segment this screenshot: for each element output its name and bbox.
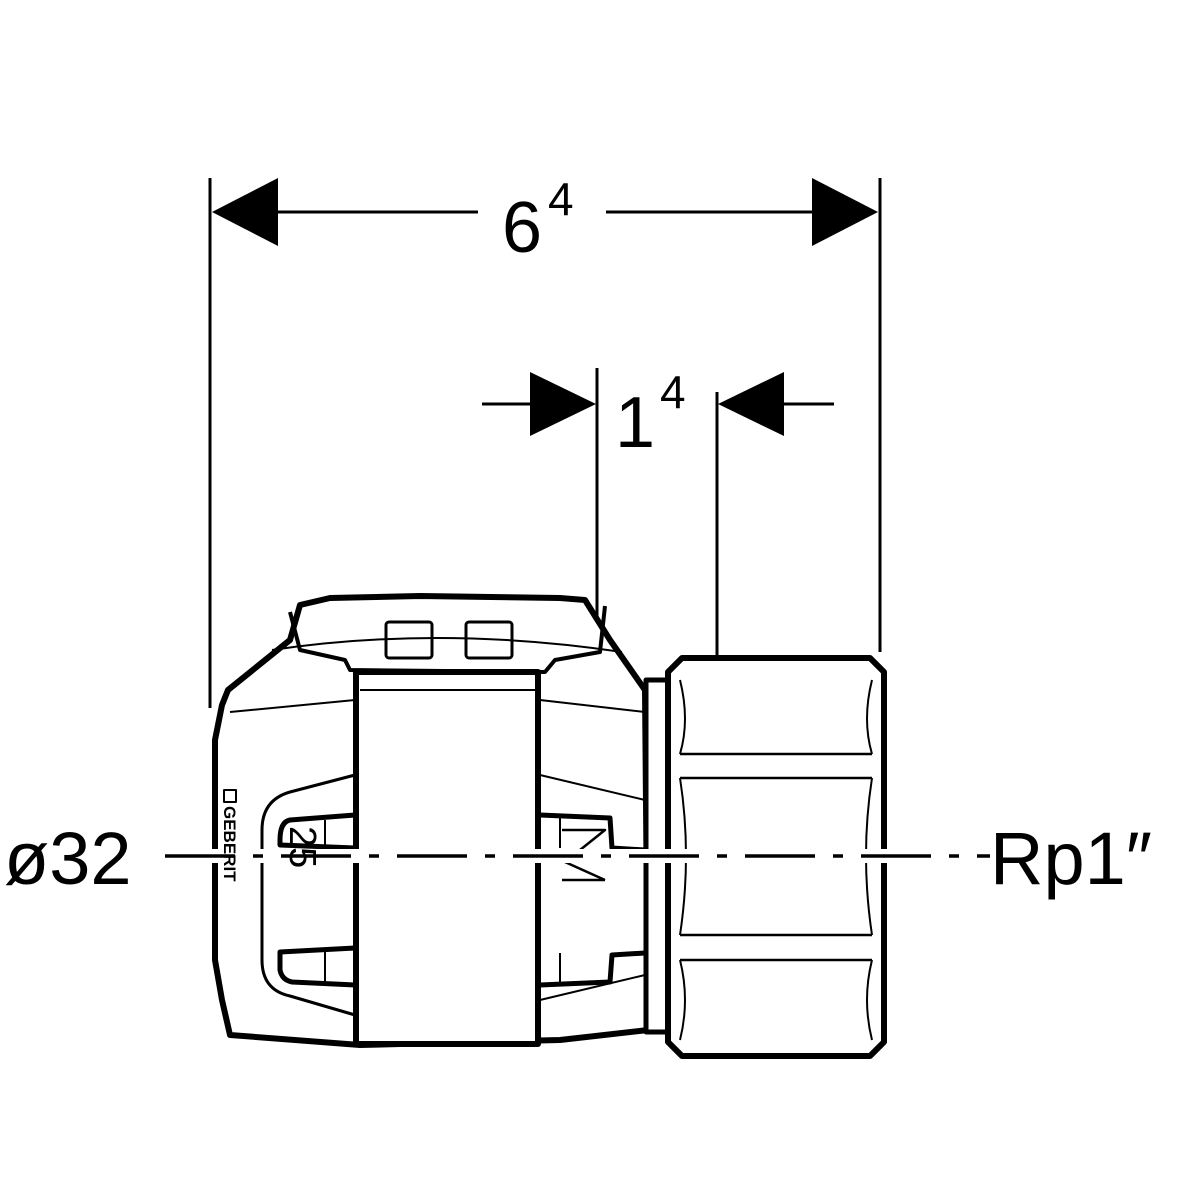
dimension-overall [212, 178, 878, 246]
nut-length-superscript: 4 [660, 366, 686, 418]
overall-length-superscript: 4 [548, 173, 574, 225]
nut-length-value: 1 [615, 383, 655, 463]
size-marking: 25 [281, 826, 323, 868]
arrow-right-icon [530, 372, 596, 436]
fitting-body [212, 593, 651, 1048]
insertion-mark-icon [562, 828, 607, 882]
brand-marking: GEBERIT [220, 806, 239, 882]
cap-slot [464, 620, 514, 660]
cap-slot [384, 620, 434, 660]
arrow-left-icon [212, 178, 278, 246]
thread-label: Rp1″ [990, 817, 1152, 900]
arrow-left-icon [718, 372, 784, 436]
dimension-nut [482, 372, 834, 436]
pipe-diameter-label: ø32 [4, 817, 132, 900]
logo-square-icon [223, 789, 237, 803]
overall-length-value: 6 [502, 188, 542, 268]
arrow-right-icon [812, 178, 878, 246]
